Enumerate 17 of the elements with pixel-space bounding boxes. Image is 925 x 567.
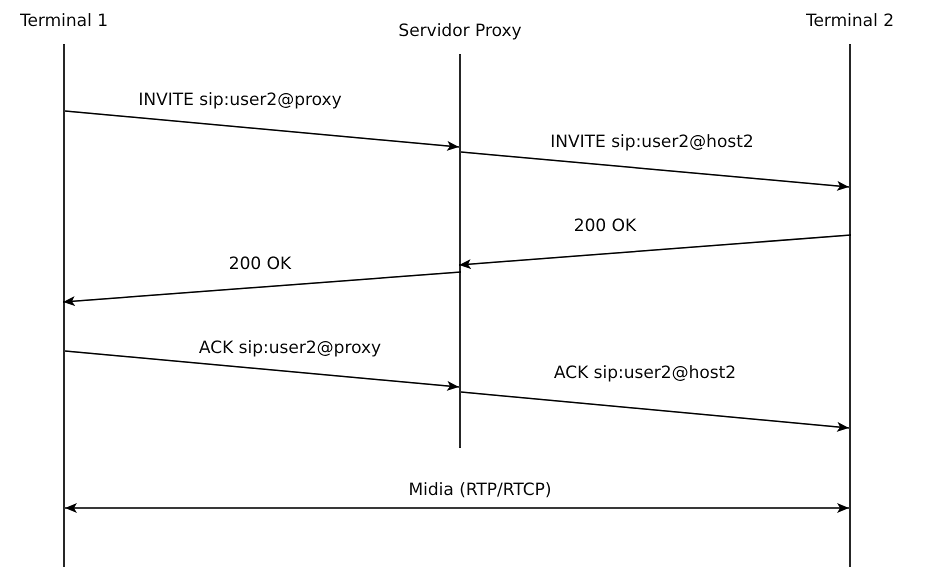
message-arrow <box>458 234 852 270</box>
participant-label: Terminal 2 <box>806 10 894 32</box>
edge-label: ACK sip:user2@proxy <box>198 338 382 358</box>
edge-label: Midia (RTP/RTCP) <box>408 480 552 500</box>
edge-label: INVITE sip:user2@proxy <box>138 90 342 110</box>
message-arrow <box>65 503 849 513</box>
message-arrow <box>460 151 850 191</box>
message-arrow <box>460 391 850 432</box>
participant-label: Servidor Proxy <box>398 20 522 42</box>
edge-label: 200 OK <box>574 216 636 236</box>
edge-label: INVITE sip:user2@host2 <box>550 132 754 152</box>
edge-label: ACK sip:user2@host2 <box>554 363 736 383</box>
message-arrow <box>64 350 460 391</box>
participant-label: Terminal 1 <box>20 10 108 32</box>
message-arrow <box>62 271 462 306</box>
edge-label: 200 OK <box>228 254 292 274</box>
message-arrow <box>64 110 460 151</box>
